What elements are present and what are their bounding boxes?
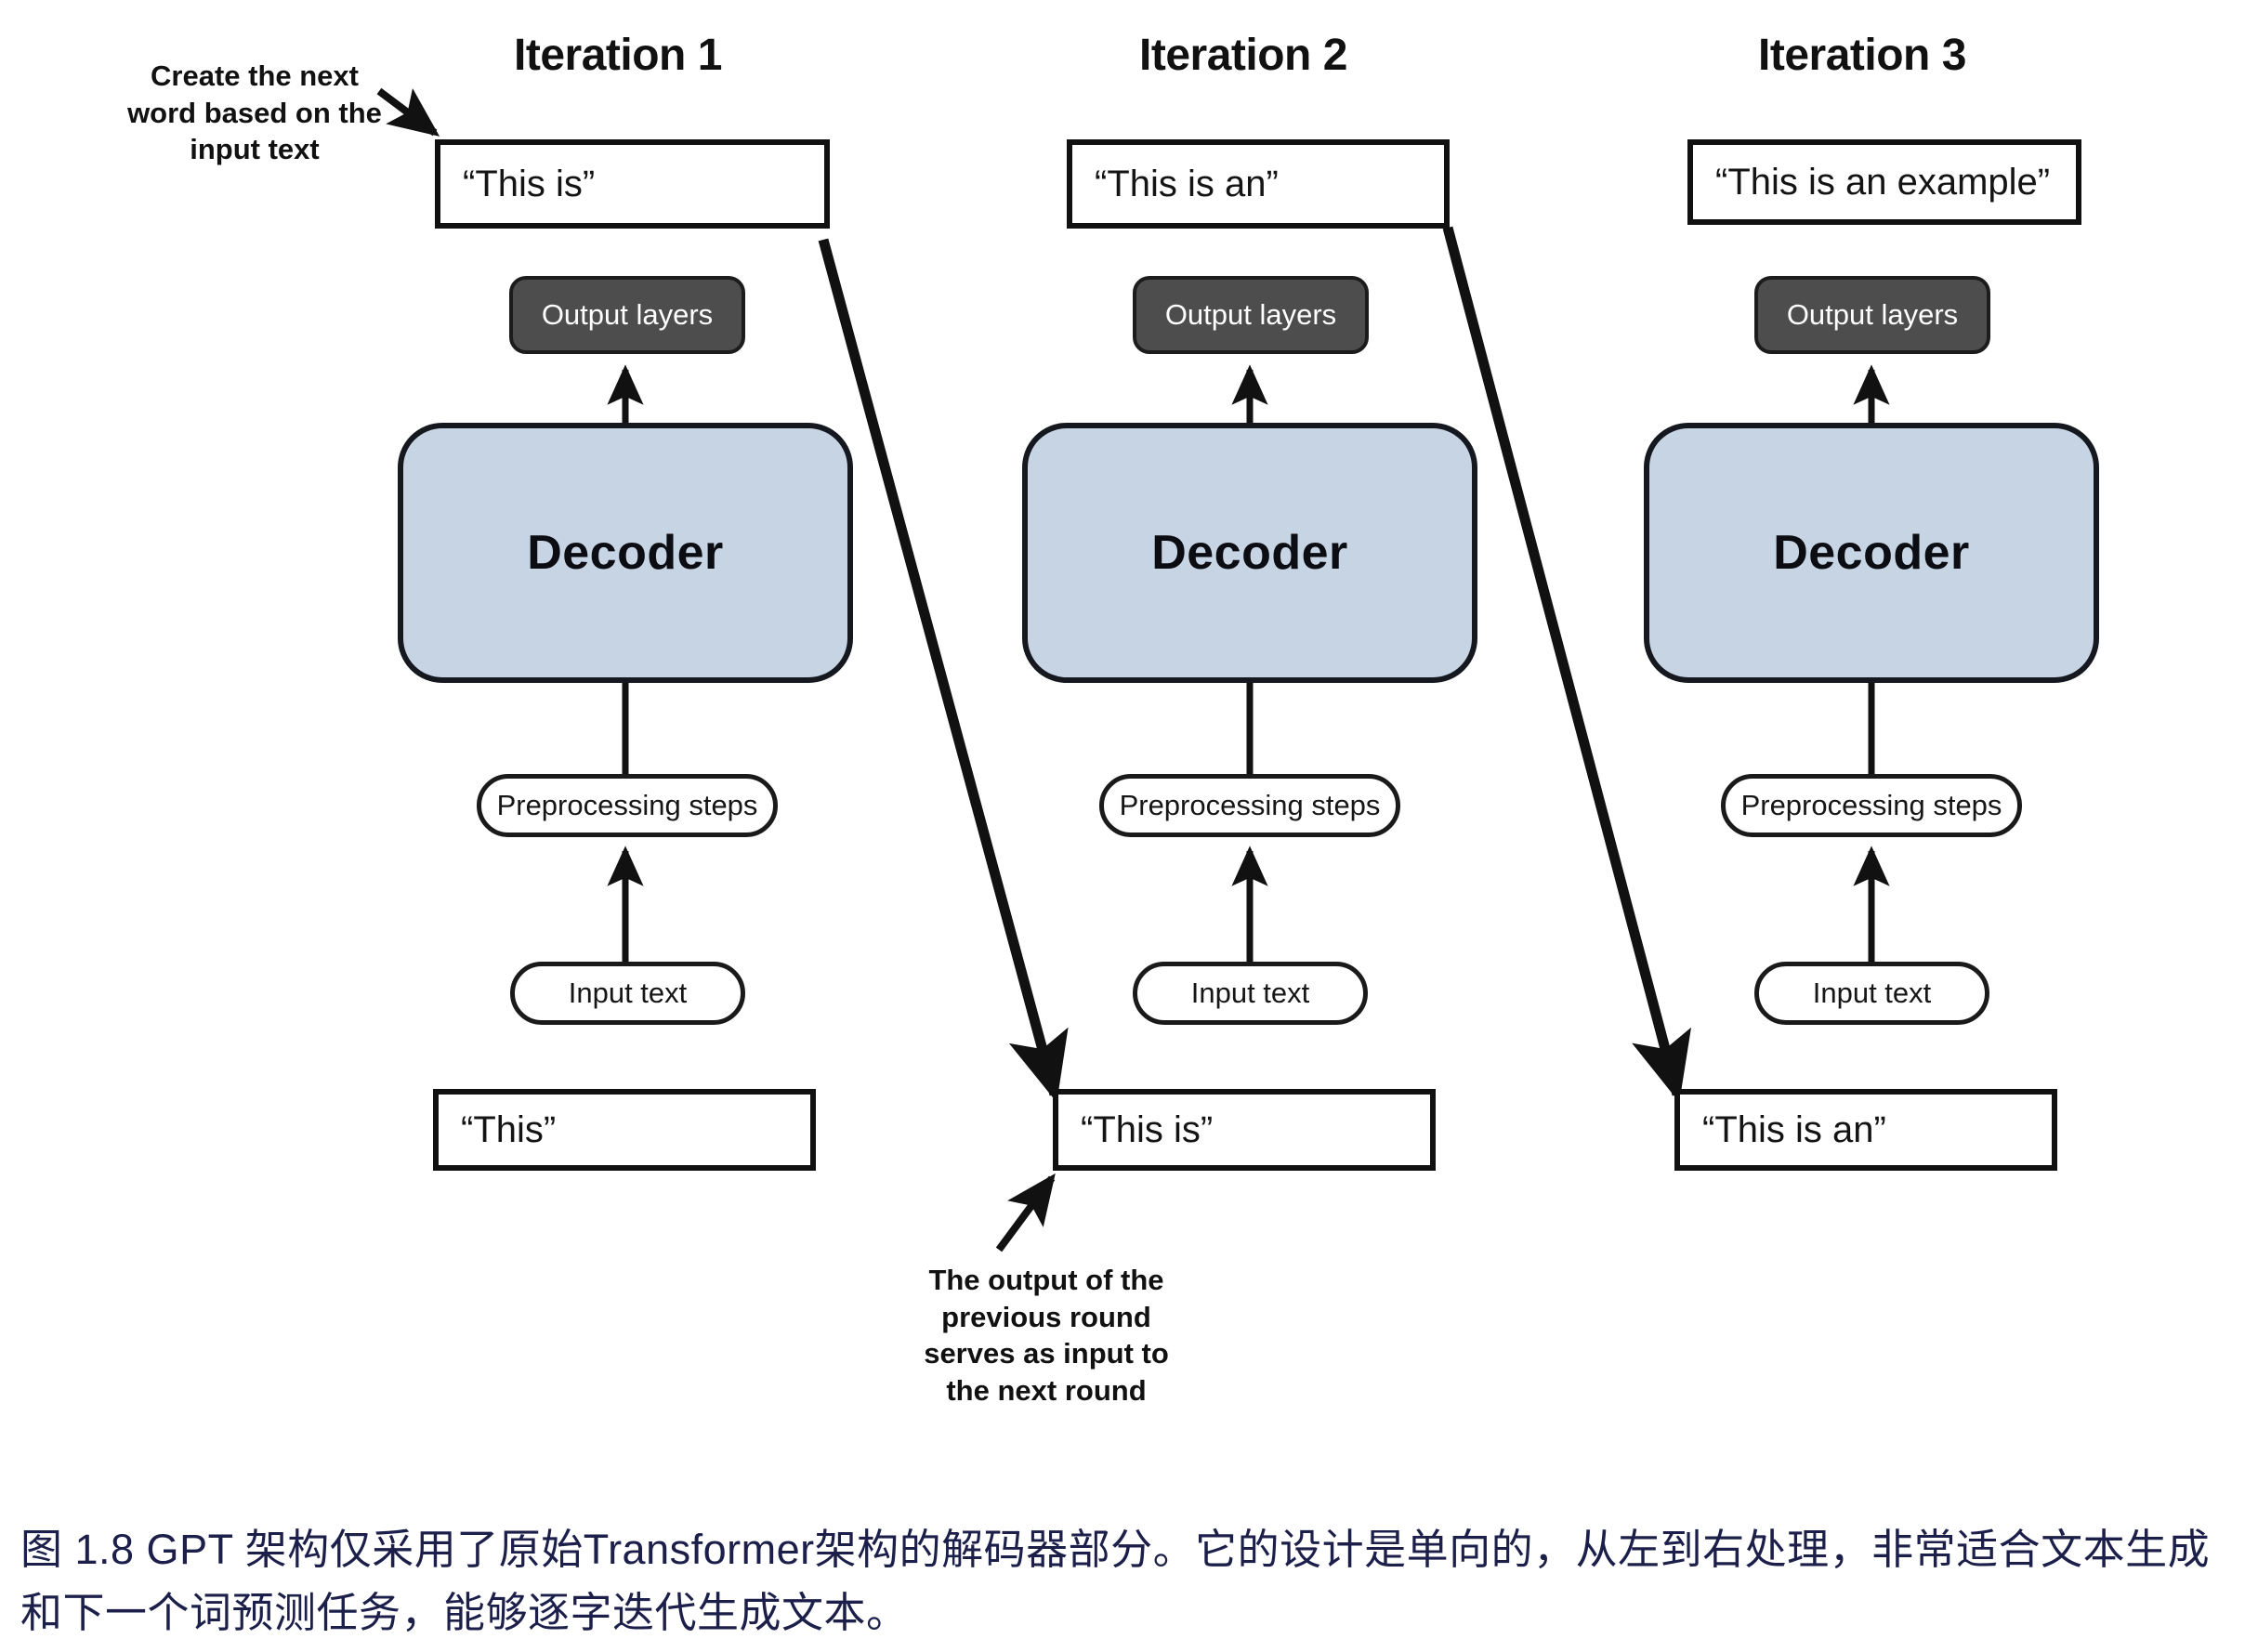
output-layers-box-iteration-3: Output layers: [1754, 276, 1990, 354]
input-sequence-box-iteration-3: “This is an”: [1674, 1089, 2057, 1171]
preprocessing-label: Preprocessing steps: [1119, 789, 1381, 821]
input-sequence-box-iteration-1: “This”: [433, 1089, 816, 1171]
input-text-label: Input text: [1812, 977, 1932, 1009]
output-text-value: “This is an example”: [1715, 161, 2051, 203]
output-layers-label: Output layers: [541, 298, 714, 331]
decoder-label: Decoder: [1151, 526, 1348, 580]
input-sequence-value: “This is an”: [1702, 1108, 1886, 1150]
preprocessing-label: Preprocessing steps: [1740, 789, 2002, 821]
output-layers-label: Output layers: [1164, 298, 1337, 331]
input-sequence-value: “This”: [461, 1108, 557, 1150]
output-layers-box-iteration-1: Output layers: [509, 276, 745, 354]
annotation-line: The output of the: [928, 1264, 1164, 1296]
output-layers-box-iteration-2: Output layers: [1133, 276, 1369, 354]
preprocessing-label: Preprocessing steps: [496, 789, 758, 821]
annotation-create-next-word: Create the next word based on the input …: [115, 58, 394, 168]
output-layers-label: Output layers: [1786, 298, 1959, 331]
input-sequence-value: “This is”: [1081, 1108, 1214, 1150]
annotation-line: Create the next: [151, 59, 359, 92]
input-text-box-iteration-2: Input text: [1133, 962, 1368, 1025]
input-text-box-iteration-1: Input text: [510, 962, 745, 1025]
annotation-line: word based on the: [127, 96, 382, 129]
column-title-iteration-3: Iteration 3: [1758, 31, 1966, 80]
annotation-line: previous round: [941, 1300, 1151, 1333]
arrow-iter1-output-to-iter2-input: [818, 238, 1069, 1103]
column-title-iteration-2: Iteration 2: [1139, 31, 1347, 80]
annotation-line: the next round: [946, 1374, 1147, 1408]
decoder-box-iteration-1: Decoder: [398, 423, 853, 683]
input-sequence-box-iteration-2: “This is”: [1053, 1089, 1436, 1171]
output-text-value: “This is”: [463, 163, 596, 204]
preprocessing-box-iteration-1: Preprocessing steps: [477, 774, 778, 837]
decoder-box-iteration-3: Decoder: [1644, 423, 2099, 683]
input-text-label: Input text: [1190, 977, 1310, 1009]
preprocessing-box-iteration-2: Preprocessing steps: [1099, 774, 1400, 837]
output-text-box-iteration-1: “This is”: [435, 139, 830, 229]
decoder-box-iteration-2: Decoder: [1022, 423, 1477, 683]
annotation-line: input text: [190, 133, 320, 166]
annotation-arrow-bottom: [995, 1173, 1056, 1252]
decoder-label: Decoder: [527, 526, 724, 580]
decoder-label: Decoder: [1773, 526, 1970, 580]
arrow-iter2-output-to-iter3-input: [1442, 226, 1692, 1103]
annotation-line: serves as input to: [924, 1337, 1169, 1370]
output-text-value: “This is an”: [1095, 163, 1279, 204]
preprocessing-box-iteration-3: Preprocessing steps: [1721, 774, 2022, 837]
output-text-box-iteration-3: “This is an example”: [1687, 139, 2081, 225]
column-title-iteration-1: Iteration 1: [514, 31, 722, 80]
input-text-label: Input text: [568, 977, 688, 1009]
input-text-box-iteration-3: Input text: [1754, 962, 1989, 1025]
output-text-box-iteration-2: “This is an”: [1067, 139, 1450, 229]
annotation-output-serves-as-input: The output of the previous round serves …: [892, 1262, 1201, 1409]
figure-caption: 图 1.8 GPT 架构仅采用了原始Transformer架构的解码器部分。它的…: [20, 1526, 2211, 1636]
